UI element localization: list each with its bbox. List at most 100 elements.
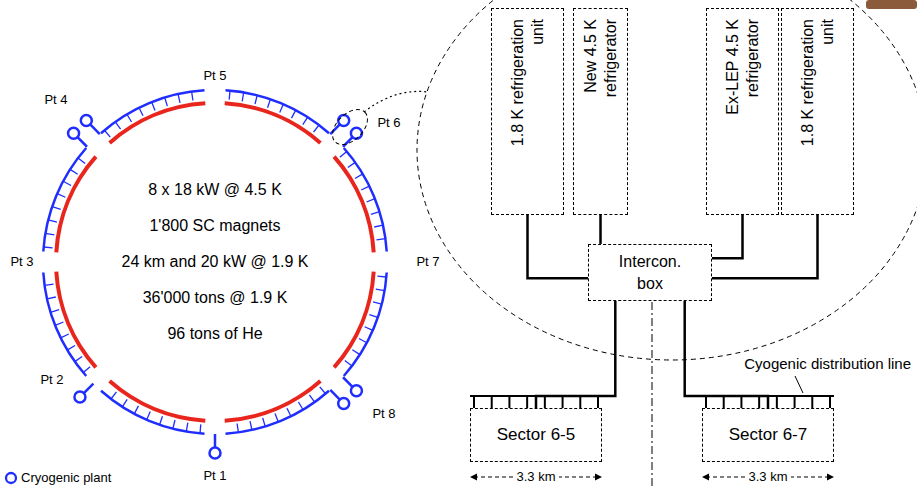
cryostat-tick [165, 98, 168, 107]
cryostat-tick [83, 367, 90, 373]
point-label: Pt 1 [203, 468, 226, 484]
cryostat-tick [47, 297, 56, 299]
cryostat-tick [280, 104, 284, 112]
cryogenic-plant-symbol [68, 128, 79, 139]
summary-text: 1'800 SC magnets [95, 208, 335, 244]
cryostat-tick [237, 423, 238, 432]
ring-summary: 8 x 18 kW @ 4.5 K1'800 SC magnets24 km a… [95, 172, 335, 352]
distribution-tick [776, 396, 778, 408]
magnet-arc [334, 157, 374, 253]
cryostat-tick [115, 122, 120, 129]
cryostat-tick [255, 95, 257, 104]
cryostat-tick [44, 246, 53, 248]
distribution-tick [705, 396, 707, 408]
center-line [652, 302, 653, 487]
summary-text: 36'000 tons @ 1.9 K [95, 280, 335, 316]
dimension-label: 3.3 km [513, 469, 558, 485]
sector-box: Sector 6-7 [702, 408, 834, 462]
cryostat-tick [371, 212, 380, 215]
magnet-arc [334, 272, 374, 368]
cryostat-arc [344, 273, 387, 377]
point-label: Pt 6 [377, 115, 400, 131]
refrigeration-unit-box: 1.8 K refrigeration unit [781, 8, 854, 215]
cryostat-tick [314, 125, 319, 132]
connector [712, 215, 743, 258]
summary-text: 96 tons of He [95, 316, 335, 352]
cryogenic-plant-symbol [351, 128, 362, 139]
cryostat-tick [199, 424, 201, 433]
box-label: Sector 6-7 [729, 424, 807, 447]
point-label: Pt 2 [40, 372, 63, 388]
connector [712, 215, 818, 278]
magnet-arc [56, 272, 96, 368]
magnet-arc [110, 103, 206, 143]
refrigerator-box: Ex-LEP 4.5 K refrigerator [706, 8, 779, 215]
summary-text: 8 x 18 kW @ 4.5 K [95, 172, 335, 208]
point-label: Pt 7 [416, 254, 439, 270]
cryostat-tick [359, 339, 367, 343]
accelerator-ring [43, 90, 386, 458]
cryostat-tick [287, 408, 291, 416]
cryostat-tick [192, 92, 193, 101]
connector [528, 215, 589, 278]
distribution-tick [740, 396, 742, 408]
distribution-tick [829, 396, 831, 408]
cryogenic-plant-symbol [6, 473, 16, 483]
cryostat-tick [55, 322, 63, 325]
cryostat-tick [250, 421, 252, 430]
cryostat-tick [178, 94, 180, 103]
cryostat-tick [173, 420, 175, 429]
cryostat-tick [127, 114, 132, 122]
cryostat-tick [67, 345, 75, 350]
cryostat-tick [48, 220, 57, 222]
refrigeration-unit-box: 1.8 K refrigeration unit [491, 8, 564, 215]
cryostat-tick [367, 199, 375, 202]
cryostat-tick [309, 395, 314, 402]
cryostat-tick [152, 102, 155, 110]
plant-stem [343, 377, 353, 387]
highlight-ellipse [326, 103, 374, 151]
cryostat-tick [45, 233, 54, 235]
cryostat-tick [186, 423, 188, 432]
plant-stem [90, 124, 100, 134]
distribution-tick [508, 396, 510, 408]
cryogenic-plant-symbol [351, 385, 362, 396]
distribution-tick [562, 396, 564, 408]
cryogenic-plant-symbol [81, 115, 92, 126]
cryostat-arc [226, 391, 330, 434]
cryostat-tick [340, 151, 347, 157]
box-label: Ex-LEP 4.5 K refrigerator [723, 19, 761, 159]
box-label: Intercon. box [610, 251, 690, 294]
box-label: 1.8 K refrigeration unit [508, 19, 546, 159]
legend-entry: Cryogenic plant [4, 470, 111, 486]
rotated-label-frame: 1.8 K refrigeration unit [494, 15, 561, 208]
dimension-arrowhead [595, 474, 602, 481]
connector [599, 215, 602, 244]
cryostat-arc [101, 391, 205, 434]
dimension-arrowhead [702, 474, 709, 481]
cryogenic-plant-symbol [338, 398, 349, 409]
box-label: 1.8 K refrigeration unit [798, 19, 836, 159]
cryostat-arc [226, 90, 330, 133]
box-label: New 4.5 K refrigerator [581, 19, 619, 159]
cryostat-arc [344, 148, 387, 252]
cryostat-tick [51, 310, 60, 313]
cryostat-tick [61, 334, 69, 338]
distribution-tick [526, 396, 528, 408]
cryostat-tick [139, 108, 143, 116]
cryostat-tick [111, 392, 116, 399]
connector [536, 301, 615, 408]
photo-fragment [866, 0, 917, 9]
cryostat-arc [43, 273, 86, 377]
box-label: Sector 6-5 [497, 424, 575, 447]
magnet-arc [110, 381, 206, 421]
point-label: Pt 4 [44, 92, 67, 108]
cryostat-tick [275, 414, 278, 422]
cryostat-tick [352, 350, 360, 355]
magnet-arc [56, 157, 96, 253]
cryostat-tick [147, 412, 151, 420]
cryostat-tick [374, 225, 383, 227]
cryostat-arc [43, 148, 86, 252]
plant-stem [84, 384, 94, 394]
dimension-label: 3.3 km [745, 469, 790, 485]
